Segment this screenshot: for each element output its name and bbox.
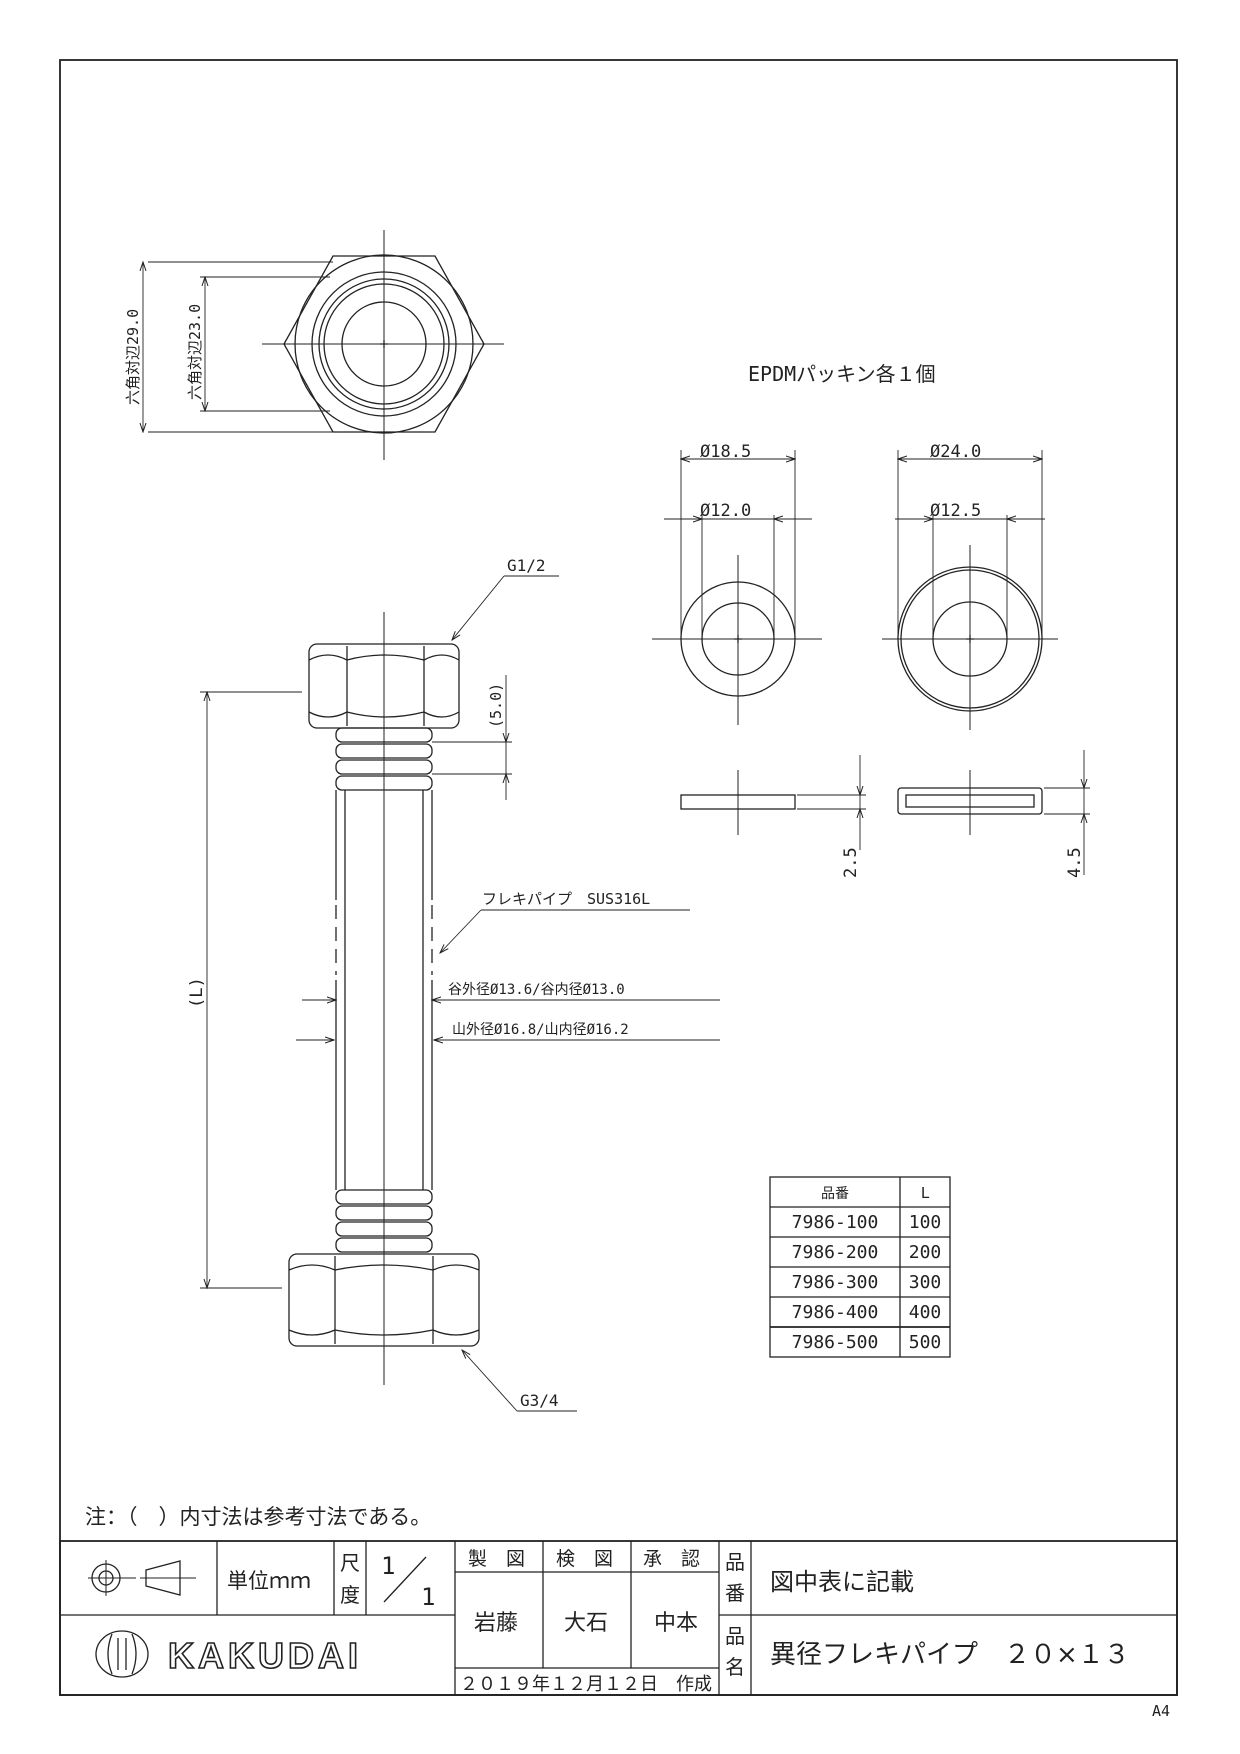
table-cell-length: 300 bbox=[909, 1272, 942, 1293]
third-angle-projection-icon bbox=[88, 1560, 196, 1596]
table-cell-part-no: 7986-500 bbox=[792, 1332, 879, 1353]
approved-by: 中本 bbox=[654, 1611, 698, 1636]
table-cell-length: 200 bbox=[909, 1242, 942, 1263]
hex-outer-dimension: 六角対辺29.0 bbox=[124, 309, 142, 405]
hex-end-view: 六角対辺29.0 六角対辺23.0 bbox=[124, 230, 504, 460]
table-cell-length: 500 bbox=[909, 1332, 942, 1353]
packing-small: Ø18.5 Ø12.0 2.5 bbox=[652, 442, 866, 878]
drawing-frame bbox=[59, 59, 1178, 1696]
name-label-top: 品 bbox=[725, 1624, 745, 1648]
checked-by: 大石 bbox=[564, 1611, 608, 1636]
packing-large-thickness: 4.5 bbox=[1065, 847, 1085, 878]
scale-label-top: 尺 bbox=[340, 1551, 360, 1575]
reference-note: 注：（ ）内寸法は参考寸法である。 bbox=[85, 1505, 431, 1529]
valley-diameter-label: 谷外径Ø13.6/谷内径Ø13.0 bbox=[448, 982, 625, 998]
table-cell-length: 400 bbox=[909, 1302, 942, 1323]
approved-label: 承 認 bbox=[643, 1548, 700, 1570]
product-name: 異径フレキパイプ ２０×１３ bbox=[770, 1640, 1130, 1670]
svg-text:KAKUDAI: KAKUDAI bbox=[168, 1635, 362, 1676]
checked-label: 検 図 bbox=[556, 1548, 613, 1570]
table-cell-part-no: 7986-300 bbox=[792, 1272, 879, 1293]
thread-bottom-label: G3/4 bbox=[520, 1391, 559, 1410]
part-no-value: 図中表に記載 bbox=[770, 1568, 914, 1596]
scale-numerator: 1 bbox=[381, 1552, 395, 1580]
packing-large-outer: Ø24.0 bbox=[930, 442, 981, 462]
pipe-material-label: フレキパイプ SUS316L bbox=[482, 890, 650, 908]
peak-diameter-label: 山外径Ø16.8/山内径Ø16.2 bbox=[452, 1022, 629, 1038]
table-cell-part-no: 7986-100 bbox=[792, 1212, 879, 1233]
creation-date: ２０１９年１２月１２日 作成 bbox=[460, 1674, 712, 1695]
packing-large-inner: Ø12.5 bbox=[930, 501, 981, 521]
pipe-side-view: (L) (5.0) G1/2 G3/4 フレキパイプ SUS316L 谷外径Ø1… bbox=[187, 556, 720, 1412]
company-logo: KAKUDAI bbox=[95, 1630, 362, 1678]
title-block: 単位ｍｍ 尺 度 1 1 製 図 検 図 承 認 岩藤 大石 中本 ２０１９年１… bbox=[59, 1540, 1178, 1696]
scale-denominator: 1 bbox=[421, 1583, 435, 1611]
drawn-label: 製 図 bbox=[468, 1548, 525, 1570]
packing-large: Ø24.0 Ø12.5 4.5 bbox=[882, 442, 1090, 878]
neck-dimension: (5.0) bbox=[487, 683, 505, 728]
length-dimension: (L) bbox=[187, 977, 207, 1008]
packing-title: EPDMパッキン各１個 bbox=[748, 362, 936, 386]
table-cell-length: 100 bbox=[909, 1212, 942, 1233]
table-header-part-no: 品番 bbox=[821, 1186, 849, 1202]
packing-small-inner: Ø12.0 bbox=[700, 501, 751, 521]
packing-small-thickness: 2.5 bbox=[841, 847, 861, 878]
paper-size-label: A4 bbox=[1152, 1702, 1170, 1720]
part-no-label-top: 品 bbox=[725, 1550, 745, 1574]
table-cell-part-no: 7986-200 bbox=[792, 1242, 879, 1263]
packing-small-outer: Ø18.5 bbox=[700, 442, 751, 462]
drawn-by: 岩藤 bbox=[474, 1611, 518, 1636]
unit-label: 単位ｍｍ bbox=[227, 1569, 311, 1593]
scale-label-bottom: 度 bbox=[340, 1583, 360, 1607]
parts-table: 品番 L 7986-100 100 7986-200 200 7986-300 300 7986… bbox=[769, 1176, 951, 1358]
thread-top-label: G1/2 bbox=[507, 556, 546, 575]
hex-inner-dimension: 六角対辺23.0 bbox=[186, 304, 204, 400]
table-cell-part-no: 7986-400 bbox=[792, 1302, 879, 1323]
part-no-label-bottom: 番 bbox=[725, 1581, 745, 1605]
table-header-length: L bbox=[921, 1184, 930, 1202]
name-label-bottom: 名 bbox=[725, 1655, 745, 1679]
